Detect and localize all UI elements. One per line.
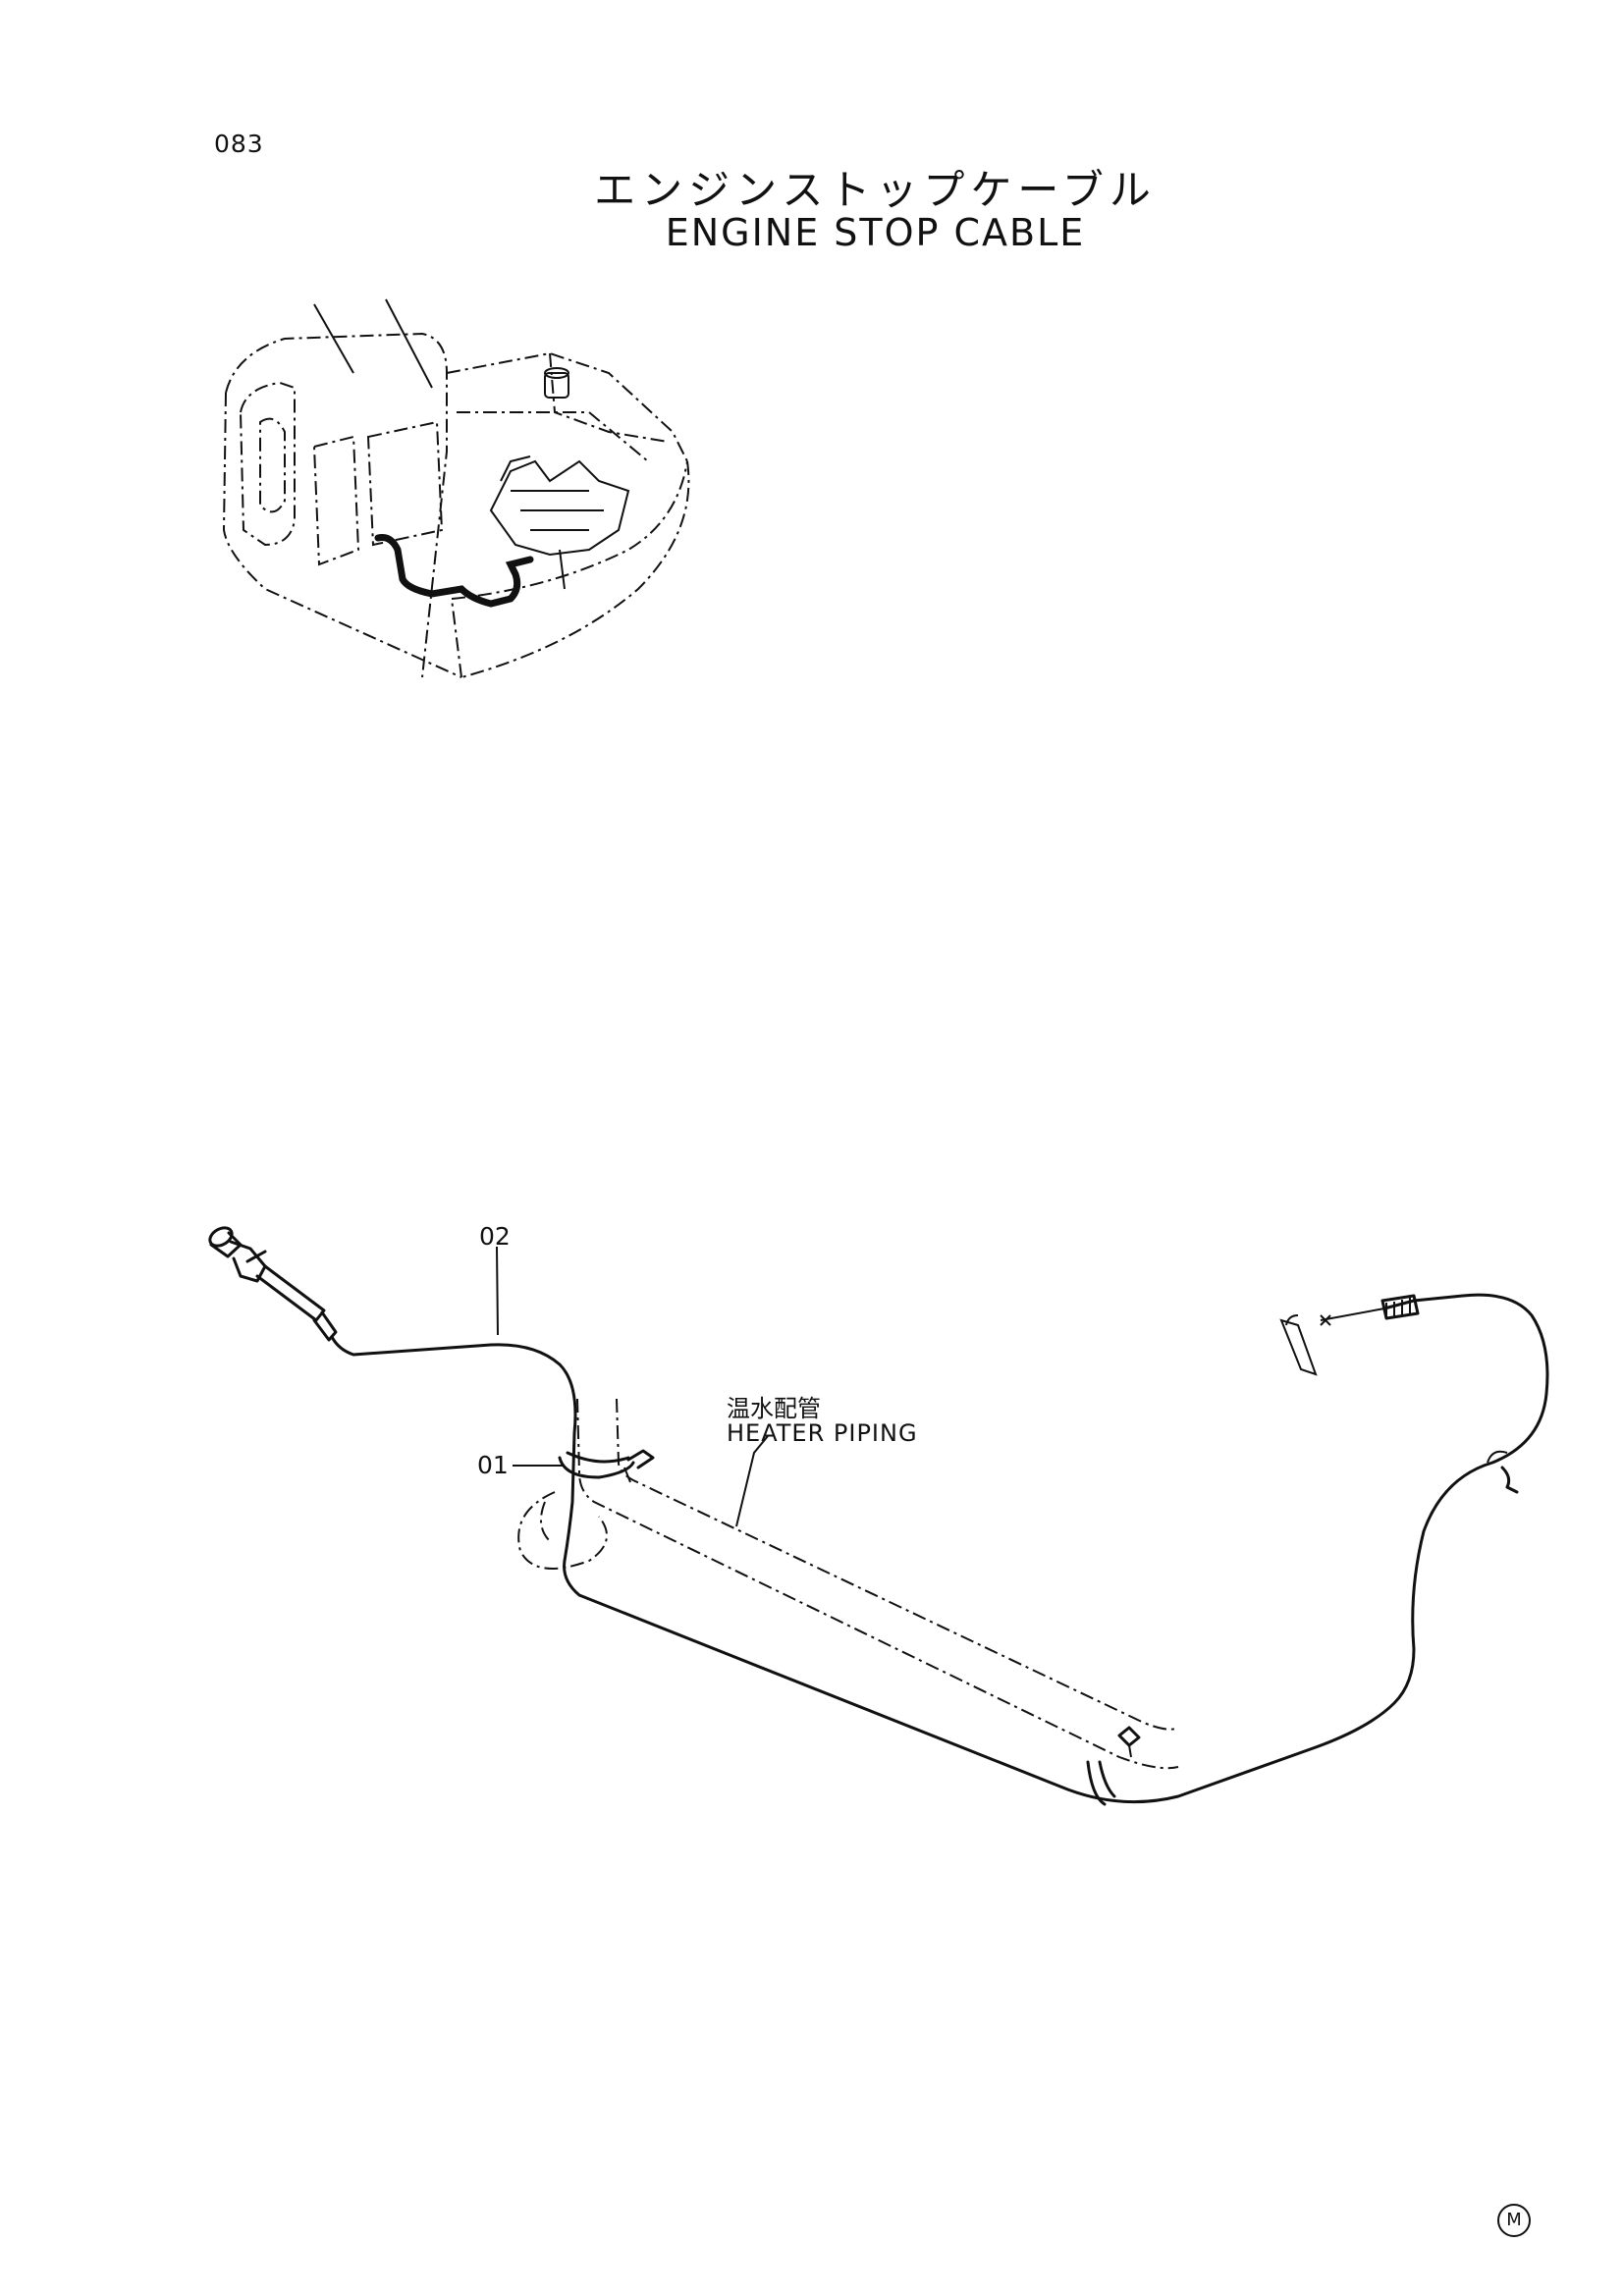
machine-overview-drawing xyxy=(222,298,690,678)
corner-mark: M xyxy=(1497,2204,1531,2237)
callout-part-01: 01 xyxy=(477,1451,509,1479)
heater-piping-label-jp: 温水配管 xyxy=(727,1395,821,1422)
engine-stop-cable-drawing xyxy=(208,1226,1549,1806)
title-english: ENGINE STOP CABLE xyxy=(665,211,1086,254)
callout-part-02: 02 xyxy=(479,1222,511,1251)
title-japanese: エンジンストップケーブル xyxy=(594,166,1157,214)
heater-piping-label-en: HEATER PIPING xyxy=(727,1419,918,1447)
page-number: 083 xyxy=(214,130,264,158)
